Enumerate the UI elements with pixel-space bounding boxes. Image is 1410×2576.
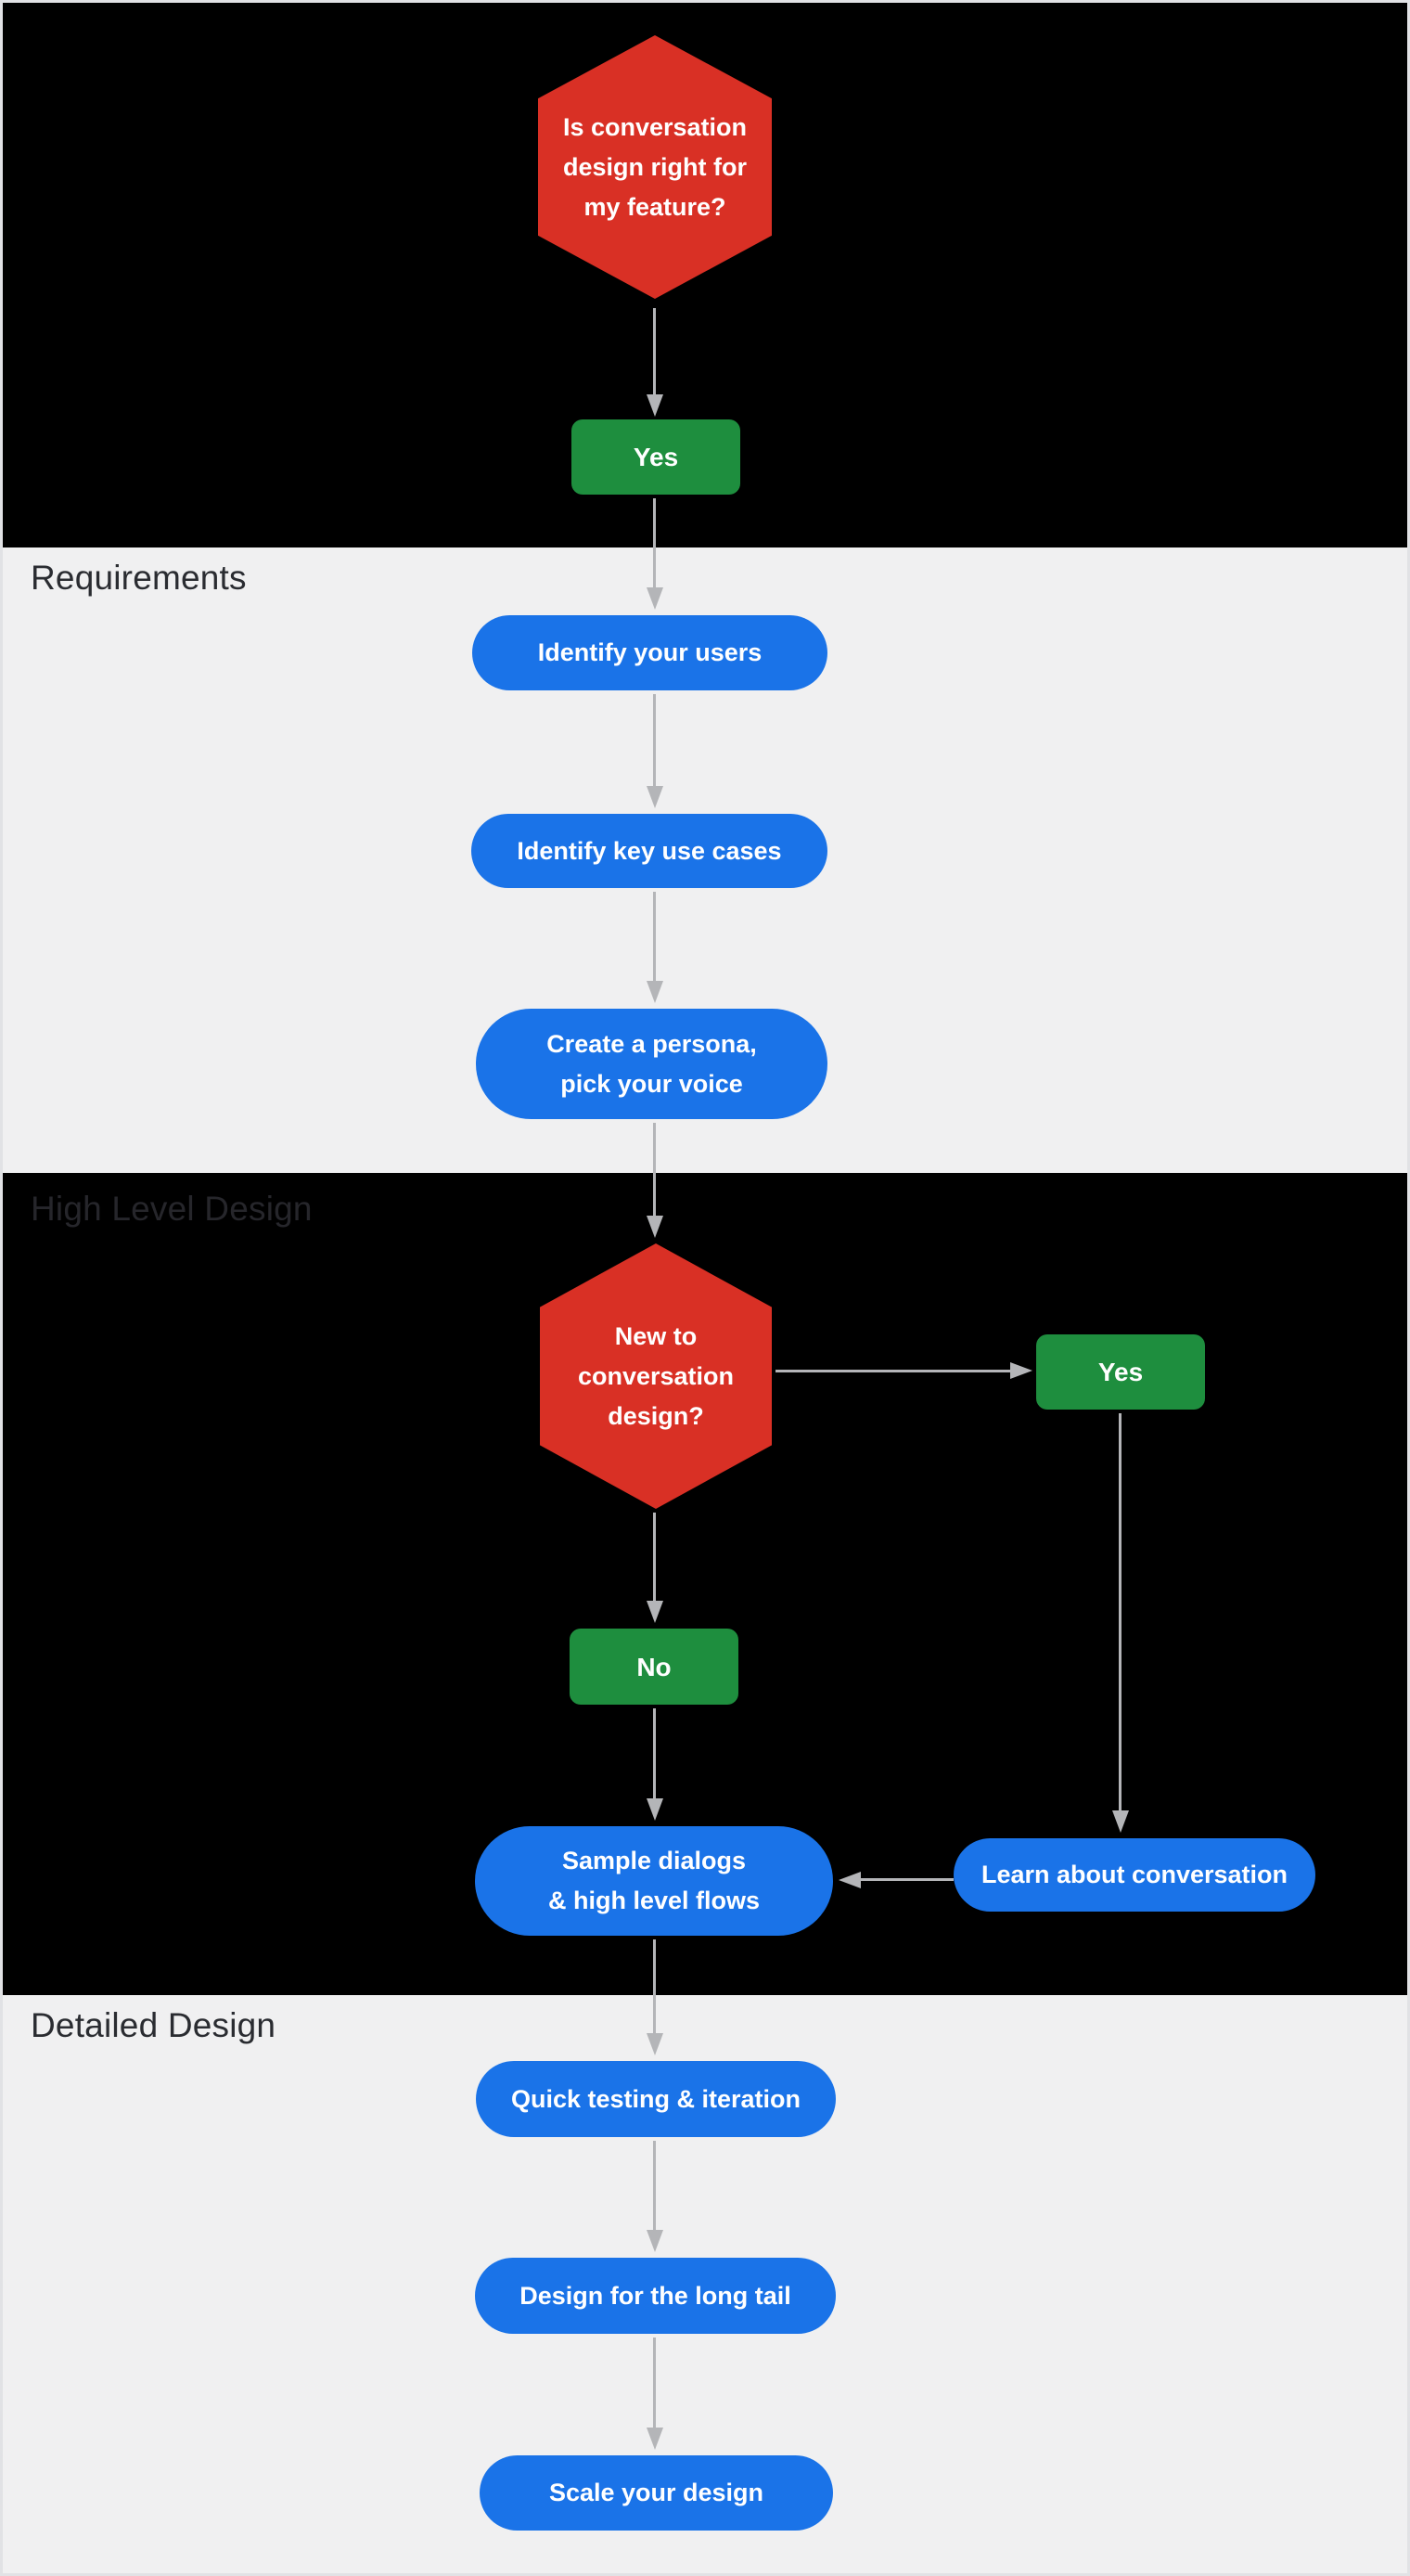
step-sample-dialogs-high-level-flows[interactable]: Sample dialogs& high level flows xyxy=(475,1826,833,1936)
answer-yes-label: Yes xyxy=(633,443,679,471)
section-label-requirements: Requirements xyxy=(31,559,247,597)
step-create-persona-pick-voice[interactable]: Create a persona,pick your voice xyxy=(476,1009,827,1119)
section-label-detailed-design: Detailed Design xyxy=(31,2006,276,2044)
step-identify-your-users[interactable]: Identify your users xyxy=(472,615,827,690)
answer-no-label: No xyxy=(636,1652,672,1681)
step-learn-about-conversation[interactable]: Learn about conversation xyxy=(954,1838,1315,1912)
answer-yes-button[interactable]: Yes xyxy=(571,419,740,495)
step-label: Identify key use cases xyxy=(517,836,782,865)
step-label: Identify your users xyxy=(537,638,763,666)
step-quick-testing-iteration[interactable]: Quick testing & iteration xyxy=(476,2061,836,2137)
step-label: Scale your design xyxy=(548,2479,764,2506)
step-scale-your-design[interactable]: Scale your design xyxy=(480,2455,833,2531)
step-label: Quick testing & iteration xyxy=(510,2084,801,2113)
step-identify-key-use-cases[interactable]: Identify key use cases xyxy=(471,814,827,888)
answer-yes2-button[interactable]: Yes xyxy=(1036,1334,1205,1410)
step-label: Design for the long tail xyxy=(519,2281,791,2310)
step-label: Learn about conversation xyxy=(981,1861,1288,1888)
answer-no-button[interactable]: No xyxy=(570,1629,738,1705)
answer-yes-label: Yes xyxy=(1097,1358,1144,1386)
step-design-for-long-tail[interactable]: Design for the long tail xyxy=(475,2258,836,2334)
section-label-high-level-design: High Level Design xyxy=(31,1190,313,1228)
